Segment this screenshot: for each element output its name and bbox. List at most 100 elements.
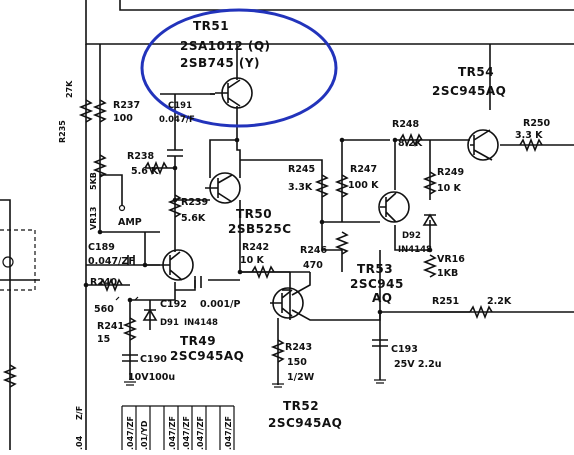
d91-ref: D91 xyxy=(160,318,179,328)
tr49-part: 2SC945AQ xyxy=(170,349,244,363)
r247-body xyxy=(334,174,350,198)
r249-value: 10 K xyxy=(437,183,462,194)
tr53-ref: TR53 xyxy=(357,262,393,276)
r243-rating: 1/2W xyxy=(287,372,315,383)
r241-value: 15 xyxy=(97,334,110,345)
tr52-symbol xyxy=(270,287,304,319)
vr13-body xyxy=(92,154,108,178)
bottom-cap-2: .01/YD xyxy=(140,420,149,450)
r248-body xyxy=(399,132,423,148)
r238-body xyxy=(144,160,168,176)
bottom-cap-3: .047/ZF xyxy=(168,416,177,450)
tr49-ref: TR49 xyxy=(180,334,216,348)
c192-plates xyxy=(194,276,202,288)
r245-value: 3.3K xyxy=(288,182,313,193)
r240-body xyxy=(99,277,123,293)
bottom-cap-5: .047/ZF xyxy=(196,416,205,450)
vr13-value: 5KB xyxy=(89,172,98,190)
capacitors xyxy=(115,149,388,362)
tr51-part1: 2SA1012 (Q) xyxy=(180,39,271,53)
r250-ref: R250 xyxy=(523,118,551,129)
r242-ref: R242 xyxy=(242,242,269,253)
c191-plates xyxy=(167,149,183,157)
c190-ref: C190 xyxy=(140,354,167,365)
r243-ref: R243 xyxy=(285,342,312,353)
r246-ref: R246 xyxy=(300,245,328,256)
r245-ref: R245 xyxy=(288,164,315,175)
c193-ref: C193 xyxy=(391,344,418,355)
r251-body xyxy=(469,304,493,320)
edge-r235: R235 xyxy=(58,120,67,143)
r237-value: 100 xyxy=(113,113,133,124)
tr50-part: 2SB525C xyxy=(228,222,292,236)
diodes xyxy=(142,213,438,321)
tr52-ref: TR52 xyxy=(283,399,319,413)
r239-ref: R239 xyxy=(181,197,208,208)
bottom-cap-row xyxy=(121,405,235,450)
c189-plates xyxy=(127,255,135,265)
r247-value: 100 K xyxy=(348,180,379,191)
c192-value: 0.001/P xyxy=(200,299,241,310)
tr54-ref: TR54 xyxy=(458,65,494,79)
r249-ref: R249 xyxy=(437,167,464,178)
c191-value: 0.047/F xyxy=(159,115,195,125)
r250-body xyxy=(519,137,543,153)
d91-value: IN4148 xyxy=(184,318,218,328)
tr53-symbol xyxy=(378,191,410,223)
r245-body xyxy=(314,174,330,198)
r238-value: 5.6 K xyxy=(131,166,159,177)
bottom-cap-4: .047/ZF xyxy=(182,416,191,450)
c189-value: 0.047/ZF xyxy=(88,256,135,267)
r240-value: 560 xyxy=(94,304,114,315)
r251-value: 2.2K xyxy=(487,296,512,307)
c189-ref: C189 xyxy=(88,242,115,253)
d92-symbol xyxy=(422,213,438,226)
vr13-ref: VR13 xyxy=(89,207,98,230)
bottom-cap-6: .047/ZF xyxy=(224,416,233,450)
tr54-symbol xyxy=(467,129,499,161)
edge-r27k: 27K xyxy=(65,80,74,98)
edge-resistor xyxy=(2,364,18,388)
r250-value: 3.3 K xyxy=(515,130,543,141)
tr51-highlight-ellipse xyxy=(140,8,338,128)
r249-body xyxy=(422,171,438,195)
r246-body xyxy=(334,231,350,255)
r239-value: 5.6K xyxy=(181,213,206,224)
c190-value: 10V100u xyxy=(128,372,175,383)
r242-body xyxy=(251,264,275,280)
tr49-symbol xyxy=(160,249,194,281)
r251-ref: R251 xyxy=(432,296,459,307)
r248-ref: R248 xyxy=(392,119,420,130)
amp-label: AMP xyxy=(118,217,142,228)
tr54-part: 2SC945AQ xyxy=(432,84,506,98)
tr50-ref: TR50 xyxy=(236,207,272,221)
c193-plates xyxy=(372,339,388,347)
r242-value: 10 K xyxy=(240,255,265,266)
d92-ref: D92 xyxy=(402,231,421,241)
amp-terminal xyxy=(118,204,126,212)
r246-value: 470 xyxy=(303,260,323,271)
r241-ref: R241 xyxy=(97,321,124,332)
r243-body xyxy=(270,339,286,363)
tr51-symbol xyxy=(215,77,253,109)
r241-body xyxy=(122,317,138,341)
c190-plates xyxy=(122,354,138,362)
tr53-part: 2SC945 xyxy=(350,277,404,291)
vr16-value: 1KB xyxy=(437,268,458,279)
tr51-part2: 2SB745 (Y) xyxy=(180,56,260,70)
r240-ref: R240 xyxy=(90,277,118,288)
vr16-ref: VR16 xyxy=(437,254,465,265)
c193-value: 25V 2.2u xyxy=(394,359,441,370)
ground-marks xyxy=(0,204,386,388)
tr53-suffix: AQ xyxy=(372,291,393,305)
c191-ref: C191 xyxy=(168,101,192,111)
left-mark-a: .04 xyxy=(75,435,84,450)
r237-ref: R237 xyxy=(113,100,140,111)
c192-ref: C192 xyxy=(160,299,187,310)
r238-ref: R238 xyxy=(127,151,155,162)
r239-body xyxy=(167,194,183,218)
labels: TR51 2SA1012 (Q) 2SB745 (Y) TR54 2SC945A… xyxy=(58,19,551,450)
tr50-symbol xyxy=(205,172,241,204)
r27k-body xyxy=(78,99,94,123)
